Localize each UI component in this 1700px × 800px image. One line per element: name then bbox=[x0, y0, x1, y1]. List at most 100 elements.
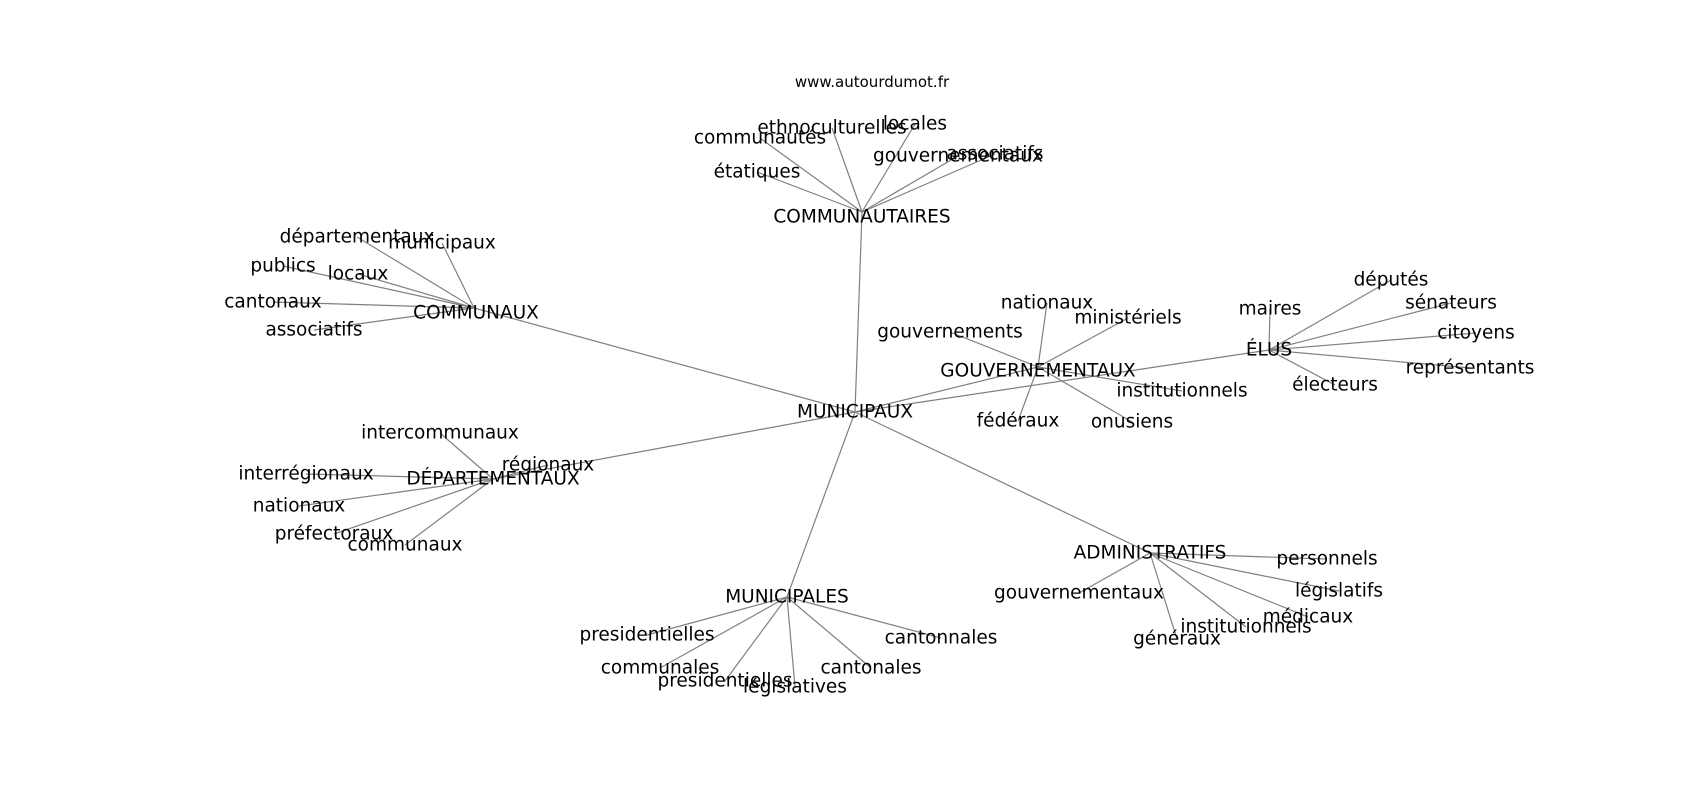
hub-node[interactable]: COMMUNAUX bbox=[413, 303, 539, 324]
edge-center-to-hub bbox=[492, 411, 856, 480]
edge-hub-to-leaf bbox=[1149, 552, 1309, 618]
edge-hub-to-leaf bbox=[356, 236, 475, 309]
edge-hub-to-leaf bbox=[1268, 349, 1471, 369]
edge-hub-to-leaf bbox=[357, 273, 475, 309]
edge-hub-to-leaf bbox=[313, 307, 475, 331]
edge-hub-to-leaf bbox=[333, 478, 494, 535]
leaf-node[interactable]: généraux bbox=[1133, 629, 1221, 650]
leaf-node[interactable]: publics bbox=[250, 256, 315, 277]
leaf-node[interactable]: institutionnels bbox=[1180, 617, 1311, 638]
edge-hub-to-leaf bbox=[1037, 366, 1183, 392]
edge-hub-to-leaf bbox=[786, 596, 872, 669]
leaf-node[interactable]: maires bbox=[1239, 299, 1302, 320]
leaf-node[interactable]: personnels bbox=[1276, 549, 1377, 570]
leaf-node[interactable]: sénateurs bbox=[1405, 293, 1497, 314]
edge-hub-to-leaf bbox=[861, 155, 959, 213]
leaf-node[interactable]: associatifs bbox=[946, 144, 1043, 165]
leaf-node[interactable]: régionaux bbox=[502, 455, 595, 476]
edge-center-to-hub bbox=[854, 211, 863, 413]
edge-hub-to-leaf bbox=[1268, 302, 1452, 351]
leaf-node[interactable]: préfectoraux bbox=[275, 524, 394, 545]
hub-node[interactable]: ADMINISTRATIFS bbox=[1074, 543, 1227, 564]
edge-hub-to-leaf bbox=[1037, 317, 1129, 368]
edge-hub-to-leaf bbox=[1268, 308, 1271, 351]
leaf-node[interactable]: législatives bbox=[743, 677, 847, 698]
leaf-node[interactable]: locaux bbox=[328, 264, 389, 285]
leaf-node[interactable]: médicaux bbox=[1263, 607, 1354, 628]
leaf-node[interactable]: ministériels bbox=[1074, 308, 1181, 329]
edge-hub-to-leaf bbox=[659, 596, 788, 669]
leaf-node[interactable]: interrégionaux bbox=[238, 464, 373, 485]
leaf-node[interactable]: citoyens bbox=[1437, 323, 1515, 344]
leaf-node[interactable]: ethnoculturelles bbox=[757, 118, 906, 139]
leaf-node[interactable]: presidentielles bbox=[579, 625, 714, 646]
edge-center-to-hub bbox=[854, 349, 1270, 413]
edge-hub-to-leaf bbox=[949, 331, 1039, 368]
edge-hub-to-leaf bbox=[786, 596, 942, 639]
leaf-node[interactable]: nationaux bbox=[253, 496, 346, 517]
leaf-node[interactable]: législatifs bbox=[1295, 581, 1383, 602]
graph-labels: www.autourdumot.fr MUNICIPAUX COMMUNAUTAI… bbox=[224, 73, 1534, 698]
edge-hub-to-leaf bbox=[441, 242, 475, 309]
leaf-node[interactable]: électeurs bbox=[1292, 375, 1378, 396]
edge-hub-to-leaf bbox=[1268, 349, 1336, 386]
edge-hub-to-leaf bbox=[786, 596, 796, 688]
leaf-node[interactable]: gouvernementaux bbox=[873, 146, 1043, 167]
center-node[interactable]: MUNICIPAUX bbox=[797, 402, 913, 423]
edge-hub-to-leaf bbox=[1268, 279, 1392, 351]
edge-center-to-hub bbox=[854, 411, 1151, 554]
edge-hub-to-leaf bbox=[305, 473, 494, 480]
edge-hub-to-leaf bbox=[282, 265, 475, 309]
edge-hub-to-leaf bbox=[298, 478, 494, 507]
hub-node[interactable]: GOUVERNEMENTAUX bbox=[940, 361, 1136, 382]
leaf-node[interactable]: députés bbox=[1354, 270, 1429, 291]
edge-hub-to-leaf bbox=[492, 464, 549, 480]
edge-hub-to-leaf bbox=[404, 478, 494, 546]
edge-hub-to-leaf bbox=[439, 432, 494, 480]
edge-hub-to-leaf bbox=[1149, 552, 1340, 592]
leaf-node[interactable]: communales bbox=[601, 658, 719, 679]
leaf-node[interactable]: cantonnales bbox=[885, 628, 998, 649]
edge-hub-to-leaf bbox=[724, 596, 788, 682]
edge-hub-to-leaf bbox=[1078, 552, 1151, 594]
edge-hub-to-leaf bbox=[1037, 366, 1133, 423]
edge-hub-to-leaf bbox=[861, 153, 996, 213]
edge-hub-to-leaf bbox=[1037, 302, 1048, 368]
edge-center-to-hub bbox=[854, 366, 1039, 413]
edge-hub-to-leaf bbox=[1149, 552, 1247, 628]
leaf-node[interactable]: gouvernements bbox=[877, 322, 1023, 343]
leaf-node[interactable]: représentants bbox=[1406, 358, 1535, 379]
leaf-node[interactable]: intercommunaux bbox=[361, 423, 519, 444]
leaf-node[interactable]: presidentielles bbox=[657, 671, 792, 692]
leaf-node[interactable]: gouvernementaux bbox=[994, 583, 1164, 604]
edge-center-to-hub bbox=[786, 411, 856, 598]
leaf-node[interactable]: départementaux bbox=[280, 227, 435, 248]
edge-hub-to-leaf bbox=[1017, 366, 1039, 422]
leaf-node[interactable]: institutionnels bbox=[1116, 381, 1247, 402]
hub-node[interactable]: DÉPARTEMENTAUX bbox=[406, 468, 580, 490]
leaf-node[interactable]: fédéraux bbox=[977, 411, 1060, 432]
leaf-node[interactable]: cantonales bbox=[820, 658, 921, 679]
leaf-node[interactable]: nationaux bbox=[1001, 293, 1094, 314]
hub-node[interactable]: COMMUNAUTAIRES bbox=[773, 207, 950, 228]
edge-hub-to-leaf bbox=[756, 171, 863, 213]
leaf-node[interactable]: associatifs bbox=[265, 320, 362, 341]
edge-hub-to-leaf bbox=[861, 123, 916, 213]
leaf-node[interactable]: cantonaux bbox=[224, 292, 322, 313]
edge-hub-to-leaf bbox=[759, 137, 863, 213]
hub-node[interactable]: MUNICIPALES bbox=[725, 587, 849, 608]
leaf-node[interactable]: municipaux bbox=[388, 233, 496, 254]
edge-hub-to-leaf bbox=[1149, 552, 1328, 560]
leaf-node[interactable]: communaux bbox=[348, 535, 463, 556]
site-url[interactable]: www.autourdumot.fr bbox=[795, 73, 950, 91]
leaf-node[interactable]: étatiques bbox=[714, 162, 801, 183]
leaf-node[interactable]: communautés bbox=[694, 128, 826, 149]
leaf-node[interactable]: onusiens bbox=[1091, 412, 1173, 433]
leaf-node[interactable]: locales bbox=[883, 114, 947, 135]
graph-edges bbox=[272, 123, 1477, 688]
edge-hub-to-leaf bbox=[272, 301, 475, 309]
edge-center-to-hub bbox=[473, 307, 856, 413]
hub-node[interactable]: ÉLUS bbox=[1246, 339, 1292, 361]
edge-hub-to-leaf bbox=[831, 127, 863, 213]
